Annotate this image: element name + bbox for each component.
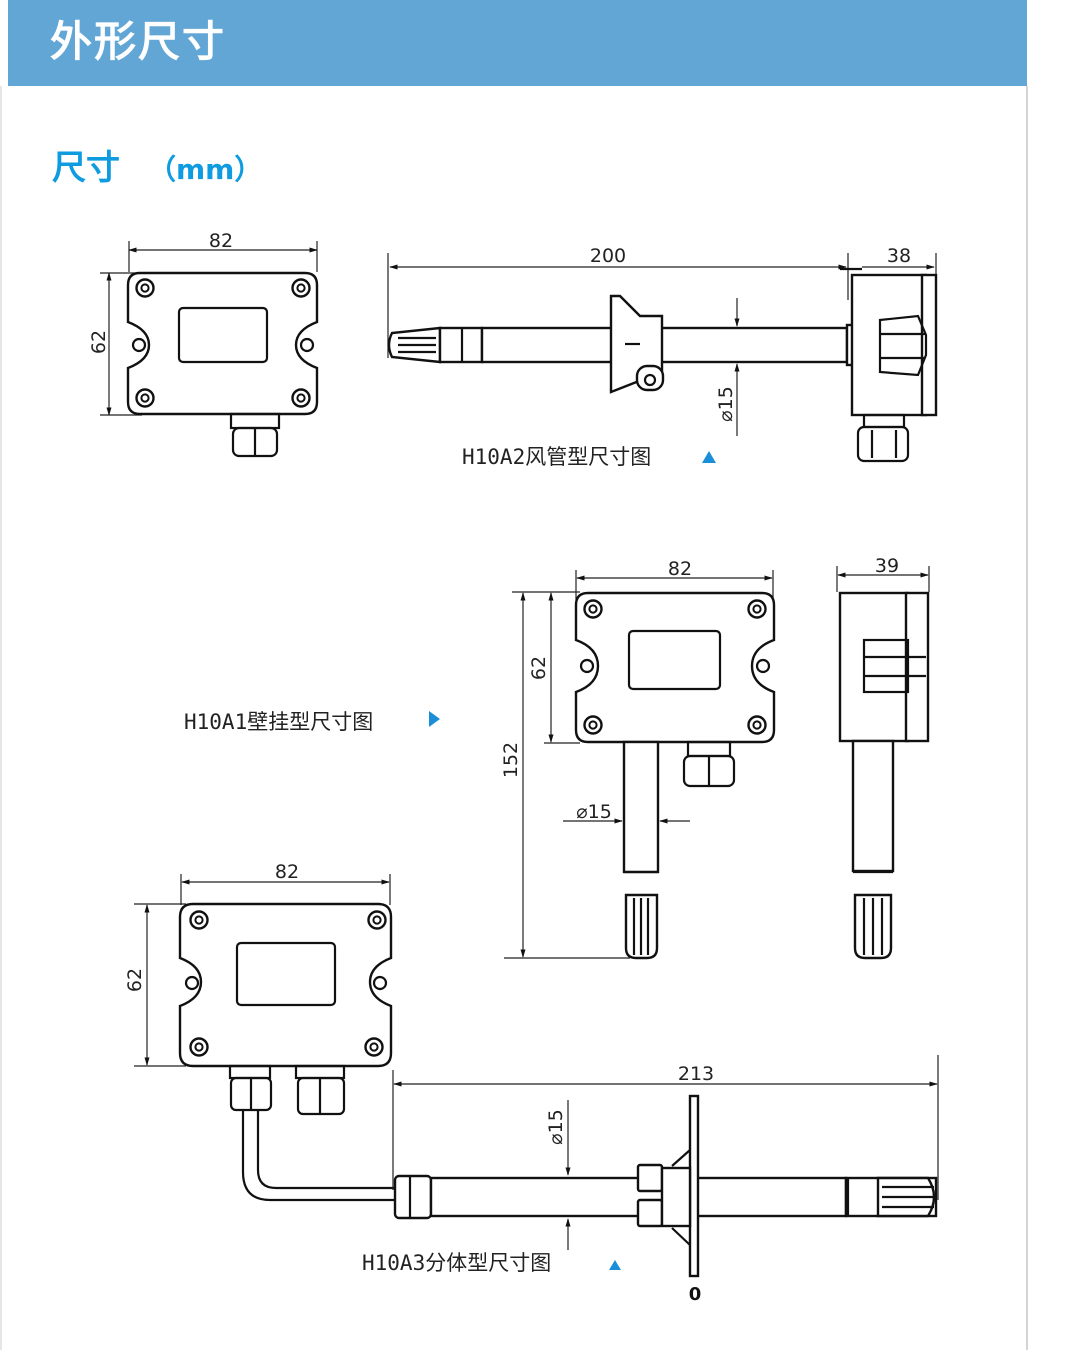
duct-diameter-dim: ⌀15: [715, 386, 737, 422]
triangle-up-icon: [609, 1260, 621, 1270]
split-height-dim: 62: [124, 968, 146, 992]
wall-caption: H10A1壁挂型尺寸图: [184, 710, 373, 734]
section-title: 尺寸 （mm）: [52, 146, 262, 192]
front-box-height-dim: 62: [88, 330, 110, 354]
section-title-text: 尺寸: [52, 148, 120, 188]
wall-side-depth-dim: 39: [875, 555, 899, 577]
split-width-dim: 82: [275, 861, 299, 883]
triangle-up-icon: [702, 451, 716, 463]
wall-width-dim: 82: [668, 558, 692, 580]
header-bar: [8, 0, 1027, 86]
wall-box-height-dim: 62: [528, 656, 550, 680]
front-box-drawing: 82 62: [88, 230, 319, 458]
split-diameter-dim: ⌀15: [545, 1109, 567, 1145]
duct-length-dim: 200: [590, 245, 626, 267]
split-drawing: 82 62 213: [124, 861, 939, 1278]
wall-drawing: 82 62 152 ⌀15 39: [500, 555, 930, 960]
flange-label: 0: [689, 1284, 702, 1305]
wall-total-height-dim: 152: [500, 742, 522, 778]
split-caption: H10A3分体型尺寸图: [362, 1251, 551, 1275]
section-unit: （mm）: [148, 153, 263, 186]
duct-depth-dim: 38: [887, 245, 911, 267]
right-border: [1026, 86, 1028, 1350]
split-length-dim: 213: [678, 1063, 714, 1085]
triangle-right-icon: [429, 711, 440, 727]
page-title: 外形尺寸: [50, 17, 227, 66]
duct-drawing: 200 38 ⌀15: [387, 245, 938, 463]
front-box-width-dim: 82: [209, 230, 233, 252]
left-border: [0, 86, 2, 1350]
duct-caption: H10A2风管型尺寸图: [462, 445, 651, 469]
wall-diameter-dim: ⌀15: [576, 801, 612, 823]
header-edge: [0, 0, 8, 86]
